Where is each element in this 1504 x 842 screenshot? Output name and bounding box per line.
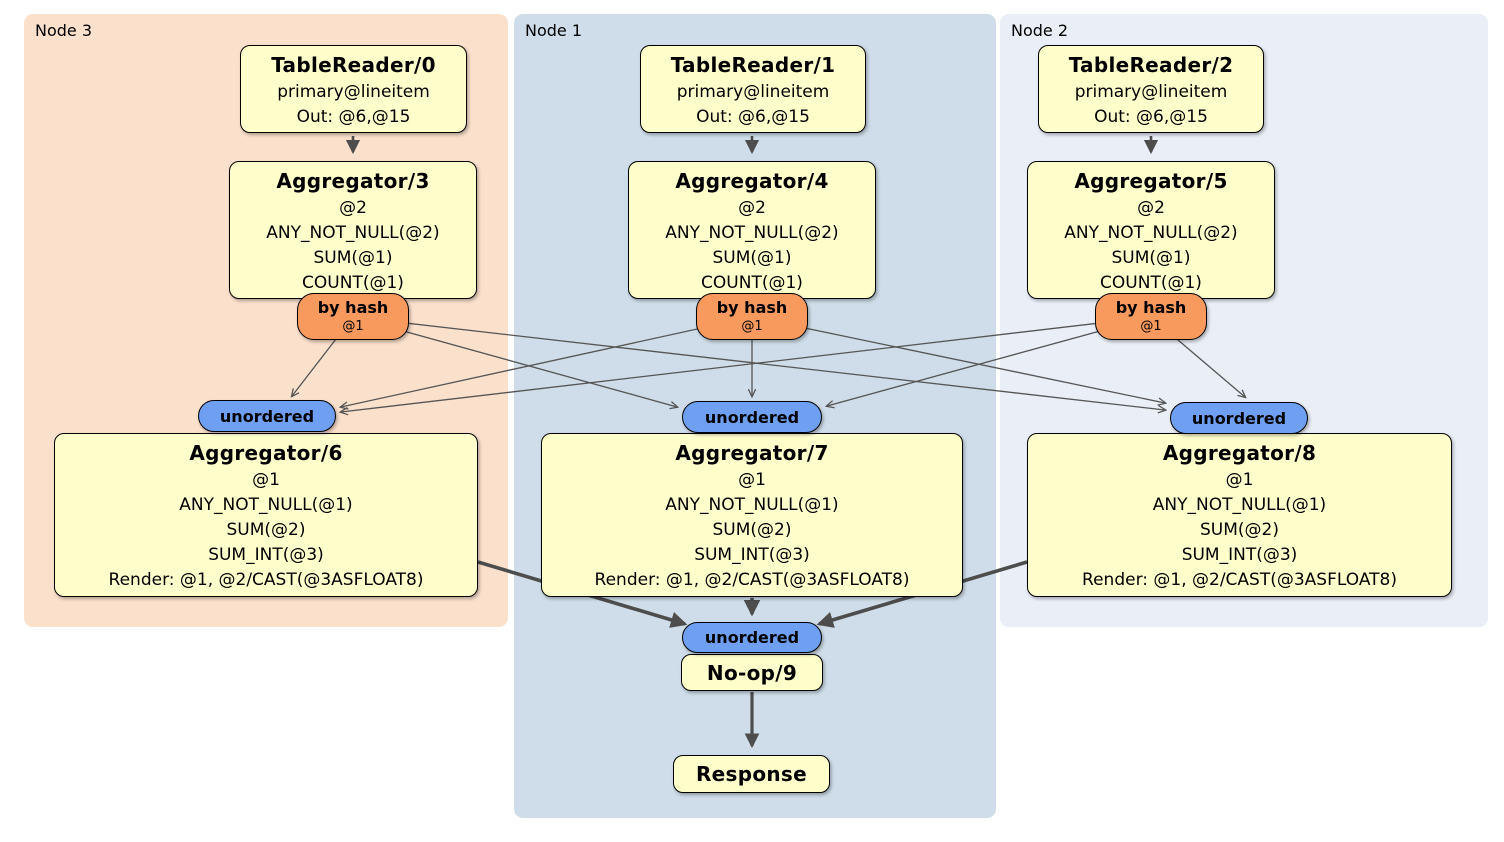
processor-detail: ANY_NOT_NULL(@2) bbox=[266, 223, 440, 243]
processor-title: TableReader/1 bbox=[670, 53, 836, 77]
router-by-hash-node2: by hash @1 bbox=[1095, 293, 1207, 340]
processor-detail: SUM(@1) bbox=[712, 248, 792, 268]
processor-detail: SUM(@2) bbox=[1200, 520, 1279, 540]
stream-label: unordered bbox=[704, 407, 800, 427]
processor-aggregator-3: Aggregator/3 @2 ANY_NOT_NULL(@2) SUM(@1)… bbox=[229, 161, 477, 299]
router-detail: @1 bbox=[1140, 319, 1162, 334]
processor-title: Aggregator/7 bbox=[675, 441, 829, 465]
processor-detail: @1 bbox=[738, 470, 766, 490]
processor-detail: @2 bbox=[339, 198, 367, 218]
processor-detail: COUNT(@1) bbox=[701, 273, 803, 293]
processor-detail: @1 bbox=[1225, 470, 1254, 490]
processor-detail: ANY_NOT_NULL(@1) bbox=[1152, 495, 1327, 515]
processor-detail: SUM(@1) bbox=[1111, 248, 1191, 268]
processor-title: Aggregator/5 bbox=[1074, 169, 1228, 193]
processor-detail: primary@lineitem bbox=[676, 82, 830, 102]
node-region-2-label: Node 2 bbox=[1011, 21, 1069, 40]
processor-detail: SUM_INT(@3) bbox=[694, 545, 810, 565]
processor-detail: SUM_INT(@3) bbox=[208, 545, 324, 565]
processor-detail: primary@lineitem bbox=[1074, 82, 1228, 102]
processor-detail: SUM(@2) bbox=[226, 520, 306, 540]
processor-aggregator-7: Aggregator/7 @1 ANY_NOT_NULL(@1) SUM(@2)… bbox=[541, 433, 963, 597]
processor-detail: ANY_NOT_NULL(@2) bbox=[1064, 223, 1238, 243]
processor-response: Response bbox=[673, 755, 830, 793]
processor-detail: @2 bbox=[738, 198, 766, 218]
processor-title: TableReader/0 bbox=[271, 53, 436, 77]
processor-detail: Out: @6,@15 bbox=[296, 107, 411, 127]
processor-aggregator-4: Aggregator/4 @2 ANY_NOT_NULL(@2) SUM(@1)… bbox=[628, 161, 876, 299]
router-by-hash-node3: by hash @1 bbox=[297, 293, 409, 340]
processor-detail: ANY_NOT_NULL(@2) bbox=[665, 223, 839, 243]
processor-detail: Render: @1, @2/CAST(@3ASFLOAT8) bbox=[594, 570, 910, 590]
processor-detail: ANY_NOT_NULL(@1) bbox=[665, 495, 839, 515]
edge-hash1-u2 bbox=[751, 316, 1165, 403]
processor-aggregator-8: Aggregator/8 @1 ANY_NOT_NULL(@1) SUM(@2)… bbox=[1027, 433, 1452, 597]
edge-hash3-u1 bbox=[352, 316, 677, 407]
processor-detail: @1 bbox=[252, 470, 280, 490]
processor-tablereader-1: TableReader/1 primary@lineitem Out: @6,@… bbox=[640, 45, 866, 133]
processor-tablereader-0: TableReader/0 primary@lineitem Out: @6,@… bbox=[240, 45, 467, 133]
processor-detail: SUM_INT(@3) bbox=[1181, 545, 1298, 565]
processor-detail: SUM(@2) bbox=[712, 520, 792, 540]
processor-detail: Out: @6,@15 bbox=[1094, 107, 1208, 127]
router-by-hash-node1: by hash @1 bbox=[696, 293, 808, 340]
processor-detail: COUNT(@1) bbox=[1100, 273, 1202, 293]
stream-label: unordered bbox=[219, 406, 315, 426]
processor-aggregator-5: Aggregator/5 @2 ANY_NOT_NULL(@2) SUM(@1)… bbox=[1027, 161, 1275, 299]
node-region-3-label: Node 3 bbox=[35, 21, 93, 40]
processor-title: Aggregator/6 bbox=[189, 441, 343, 465]
processor-detail: COUNT(@1) bbox=[302, 273, 404, 293]
processor-detail: primary@lineitem bbox=[277, 82, 430, 102]
processor-title: No-op/9 bbox=[706, 660, 798, 685]
router-label: by hash bbox=[1115, 298, 1187, 317]
router-label: by hash bbox=[716, 298, 788, 317]
processor-title: Aggregator/4 bbox=[675, 169, 829, 193]
processor-noop-9: No-op/9 bbox=[681, 654, 823, 691]
processor-detail: Out: @6,@15 bbox=[696, 107, 810, 127]
stream-unordered-final: unordered bbox=[682, 622, 822, 653]
edge-hash2-u3 bbox=[341, 316, 1152, 412]
processor-detail: Render: @1, @2/CAST(@3ASFLOAT8) bbox=[1082, 570, 1397, 590]
stream-unordered-node3: unordered bbox=[198, 400, 336, 432]
processor-title: Aggregator/8 bbox=[1162, 441, 1317, 465]
processor-detail: @2 bbox=[1137, 198, 1165, 218]
router-detail: @1 bbox=[342, 319, 364, 334]
node-region-1-label: Node 1 bbox=[525, 21, 583, 40]
processor-aggregator-6: Aggregator/6 @1 ANY_NOT_NULL(@1) SUM(@2)… bbox=[54, 433, 478, 597]
router-label: by hash bbox=[317, 298, 389, 317]
processor-detail: Render: @1, @2/CAST(@3ASFLOAT8) bbox=[108, 570, 424, 590]
processor-detail: ANY_NOT_NULL(@1) bbox=[179, 495, 353, 515]
router-detail: @1 bbox=[741, 319, 763, 334]
processor-detail: SUM(@1) bbox=[313, 248, 393, 268]
edge-hash1-u3 bbox=[341, 316, 753, 407]
processor-title: Response bbox=[695, 762, 808, 786]
stream-unordered-node1: unordered bbox=[682, 401, 822, 433]
processor-tablereader-2: TableReader/2 primary@lineitem Out: @6,@… bbox=[1038, 45, 1264, 133]
processor-title: TableReader/2 bbox=[1068, 53, 1234, 77]
stream-label: unordered bbox=[704, 628, 800, 647]
stream-unordered-node2: unordered bbox=[1170, 402, 1308, 434]
processor-title: Aggregator/3 bbox=[276, 169, 430, 193]
stream-label: unordered bbox=[1191, 408, 1287, 428]
